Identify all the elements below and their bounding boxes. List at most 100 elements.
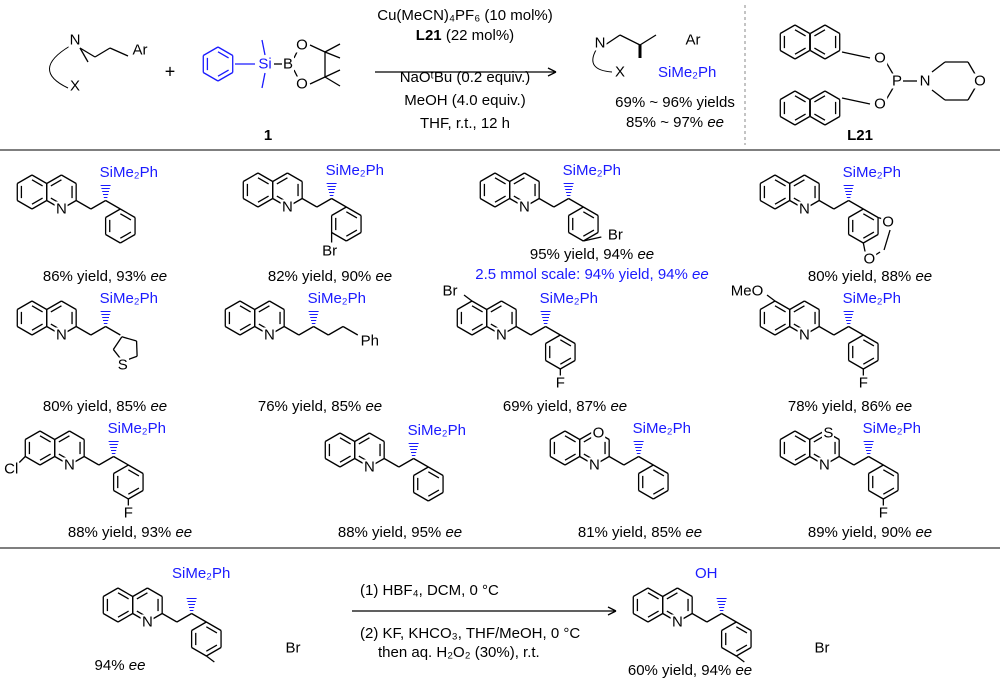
- bond: [324, 43, 341, 53]
- bond: [191, 612, 207, 623]
- ring-bond: [759, 300, 776, 311]
- ring-double-bond: [50, 305, 62, 313]
- atom-f: F: [122, 504, 134, 522]
- ring-double-bond: [346, 211, 358, 219]
- ring-bond: [549, 430, 566, 441]
- ring-double-bond: [31, 179, 43, 187]
- atom-meo: MeO: [729, 282, 765, 300]
- ring-bond: [132, 587, 148, 598]
- ring-arc: [49, 45, 71, 89]
- ring-bond: [413, 491, 429, 502]
- bond: [931, 89, 946, 101]
- ring-bond: [794, 90, 811, 101]
- ring-bond: [863, 334, 879, 345]
- ring-double-bond: [774, 305, 786, 313]
- ring-double-bond: [120, 213, 132, 221]
- atom-o: O: [973, 72, 987, 90]
- bond: [313, 325, 329, 336]
- ring-double-bond: [814, 47, 826, 55]
- ee-label: ee: [445, 524, 463, 541]
- ring-bond: [509, 172, 525, 183]
- ring-bond: [524, 172, 540, 183]
- si-group: SiMe₂Ph: [407, 421, 466, 439]
- compound-yield-caption: 76% yield, 85% ee: [258, 398, 382, 415]
- bond: [113, 455, 129, 466]
- ring-bond: [287, 172, 303, 183]
- ring-bond: [224, 325, 241, 336]
- bond: [328, 325, 344, 336]
- ring-double-bond: [736, 644, 748, 652]
- ring-bond: [848, 208, 864, 219]
- ring-bond: [257, 172, 274, 183]
- ring-double-bond: [31, 323, 43, 331]
- ring-bond: [61, 300, 77, 311]
- yield-value: 88% yield, 93%: [67, 524, 172, 541]
- atom-f: F: [554, 374, 566, 392]
- scale-up-result: 2.5 mmol scale: 94% yield, 94%: [475, 266, 688, 283]
- ring-bond: [191, 621, 207, 632]
- bond: [967, 61, 976, 75]
- ring-double-bond: [793, 305, 805, 313]
- bond: [608, 455, 625, 466]
- ring-bond: [779, 115, 796, 126]
- ring-double-bond: [666, 592, 678, 600]
- bond: [619, 34, 641, 46]
- ring-bond: [809, 115, 826, 126]
- yield-value: 88% yield, 95%: [337, 524, 442, 541]
- ring-bond: [471, 325, 488, 336]
- yield-value: 80% yield, 88%: [807, 268, 912, 285]
- ring-double-bond: [774, 323, 786, 331]
- ring-double-bond: [206, 644, 218, 652]
- bond: [638, 455, 654, 466]
- bond: [105, 325, 121, 336]
- ring-bond: [16, 300, 33, 311]
- ring-double-bond: [136, 592, 148, 600]
- atom-n: N: [593, 34, 607, 52]
- ring-double-bond: [358, 437, 370, 445]
- ring-bond: [102, 612, 119, 623]
- ring-double-bond: [653, 487, 665, 495]
- product-si-group: SiMe₂Ph: [658, 64, 717, 81]
- bond: [298, 325, 314, 336]
- ring-bond: [202, 46, 219, 57]
- ring-double-bond: [653, 469, 665, 477]
- atom-n: N: [263, 326, 276, 344]
- ring-bond: [69, 430, 85, 441]
- si-group: SiMe₂Ph: [539, 289, 598, 307]
- atom-o: O: [591, 424, 606, 442]
- ring-bond: [863, 359, 879, 370]
- compound-yield-caption: 88% yield, 93% ee: [68, 524, 192, 541]
- ee-value: 94%: [94, 657, 125, 674]
- ring-bond: [501, 300, 517, 311]
- ee-label: ee: [735, 662, 753, 679]
- ring-double-bond: [276, 177, 288, 185]
- atom-x: X: [613, 63, 627, 81]
- atom-br: Br: [284, 639, 302, 657]
- ring-bond: [804, 300, 820, 311]
- ring-double-bond: [117, 592, 129, 600]
- ring-double-bond: [494, 177, 506, 185]
- ring-bond: [206, 646, 222, 657]
- bond: [545, 325, 561, 336]
- si-group: SiMe₂Ph: [325, 161, 384, 179]
- ring-bond: [779, 49, 796, 60]
- ring-double-bond: [128, 469, 140, 477]
- atom-o: O: [295, 75, 309, 93]
- ring-bond: [568, 231, 584, 242]
- ring-double-bond: [583, 211, 595, 219]
- bond: [883, 229, 891, 251]
- bond: [691, 612, 708, 623]
- ring-bond: [257, 197, 274, 208]
- ring-bond: [721, 621, 737, 632]
- bond: [398, 457, 414, 468]
- compound-yield-caption: 89% yield, 90% ee: [808, 524, 932, 541]
- ring-double-bond: [863, 231, 875, 239]
- atom-cl: Cl: [3, 460, 20, 477]
- atom-n: N: [55, 326, 68, 344]
- ring-bond: [568, 206, 584, 217]
- ring-bond: [638, 489, 654, 500]
- ring-bond: [16, 199, 33, 210]
- si-group: SiMe₂Ph: [842, 163, 901, 181]
- si-group: SiMe₂Ph: [842, 289, 901, 307]
- bond: [604, 34, 621, 46]
